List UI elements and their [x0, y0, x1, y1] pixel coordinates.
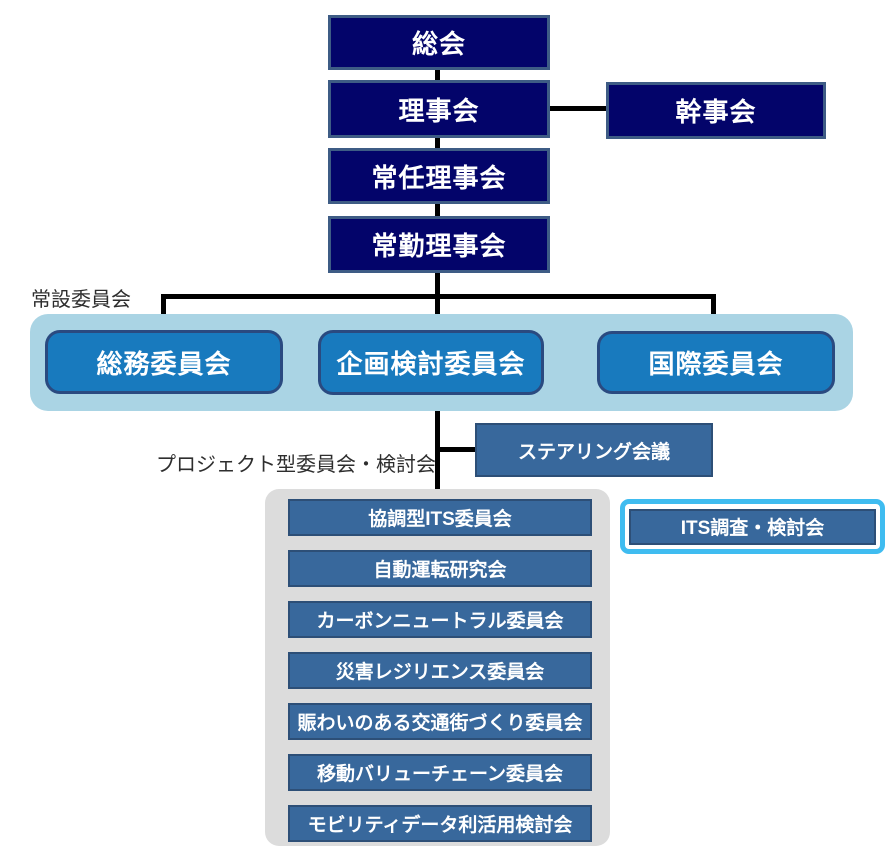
box-saigai-resilience-label: 災害レジリエンス委員会 [335, 662, 545, 683]
box-saigai-resilience: 災害レジリエンス委員会 [288, 652, 592, 689]
box-soukai-label: 総会 [411, 29, 466, 59]
box-jounin-rijikai: 常任理事会 [328, 148, 550, 204]
connector-trunk-horizontal [161, 294, 716, 299]
box-nigiwai-machidzukuri-label: 賑わいのある交通街づくり委員会 [297, 713, 583, 734]
box-its-chousa: ITS調査・検討会 [629, 508, 876, 545]
connector-joukin-kikaku [435, 271, 440, 332]
box-jidou-unten: 自動運転研究会 [288, 550, 592, 587]
connector-rijikai-kanjikai [548, 106, 608, 111]
box-kikaku-kentou-iinkai: 企画検討委員会 [318, 330, 544, 395]
box-kanjikai-label: 幹事会 [675, 97, 757, 127]
box-carbon-neutral-label: カーボンニュートラル委員会 [316, 611, 564, 632]
box-mobility-data-label: モビリティデータ利活用検討会 [307, 815, 573, 836]
box-joukin-rijikai-label: 常勤理事会 [371, 231, 507, 261]
connector-kikaku-projects [435, 394, 440, 490]
box-steering-meeting-label: ステアリング会議 [517, 441, 670, 463]
connector-drop-kokusai [711, 294, 716, 332]
box-kokusai-iinkai: 国際委員会 [597, 331, 835, 394]
box-kokusai-iinkai-label: 国際委員会 [648, 349, 784, 379]
connector-drop-soumu [161, 294, 166, 332]
box-kanjikai: 幹事会 [606, 82, 826, 139]
box-jidou-unten-label: 自動運転研究会 [373, 560, 507, 581]
box-its-chousa-label: ITS調査・検討会 [680, 518, 825, 539]
box-idou-value-chain: 移動バリューチェーン委員会 [288, 754, 592, 791]
connector-soukai-rijikai [435, 70, 440, 82]
connector-branch-steering [435, 447, 477, 452]
box-soukai: 総会 [328, 15, 550, 70]
box-joukin-rijikai: 常勤理事会 [328, 216, 550, 273]
box-mobility-data: モビリティデータ利活用検討会 [288, 805, 592, 842]
box-kyouchou-its-label: 協調型ITS委員会 [368, 509, 512, 530]
box-kikaku-kentou-iinkai-label: 企画検討委員会 [336, 349, 526, 379]
box-soumu-iinkai: 総務委員会 [45, 330, 283, 394]
box-kyouchou-its: 協調型ITS委員会 [288, 499, 592, 536]
box-its-chousa-highlight: ITS調査・検討会 [620, 499, 885, 554]
box-jounin-rijikai-label: 常任理事会 [371, 162, 507, 193]
box-idou-value-chain-label: 移動バリューチェーン委員会 [316, 764, 564, 785]
box-soumu-iinkai-label: 総務委員会 [96, 348, 232, 379]
box-steering-meeting: ステアリング会議 [475, 423, 713, 477]
box-rijikai: 理事会 [328, 80, 550, 138]
box-rijikai-label: 理事会 [398, 95, 480, 126]
box-carbon-neutral: カーボンニュートラル委員会 [288, 601, 592, 638]
standing-section-label: 常設委員会 [31, 289, 131, 311]
connector-jounin-joukin [435, 202, 440, 218]
project-section-label: プロジェクト型委員会・検討会 [156, 454, 436, 476]
box-nigiwai-machidzukuri: 賑わいのある交通街づくり委員会 [288, 703, 592, 740]
connector-rijikai-jounin [435, 136, 440, 150]
